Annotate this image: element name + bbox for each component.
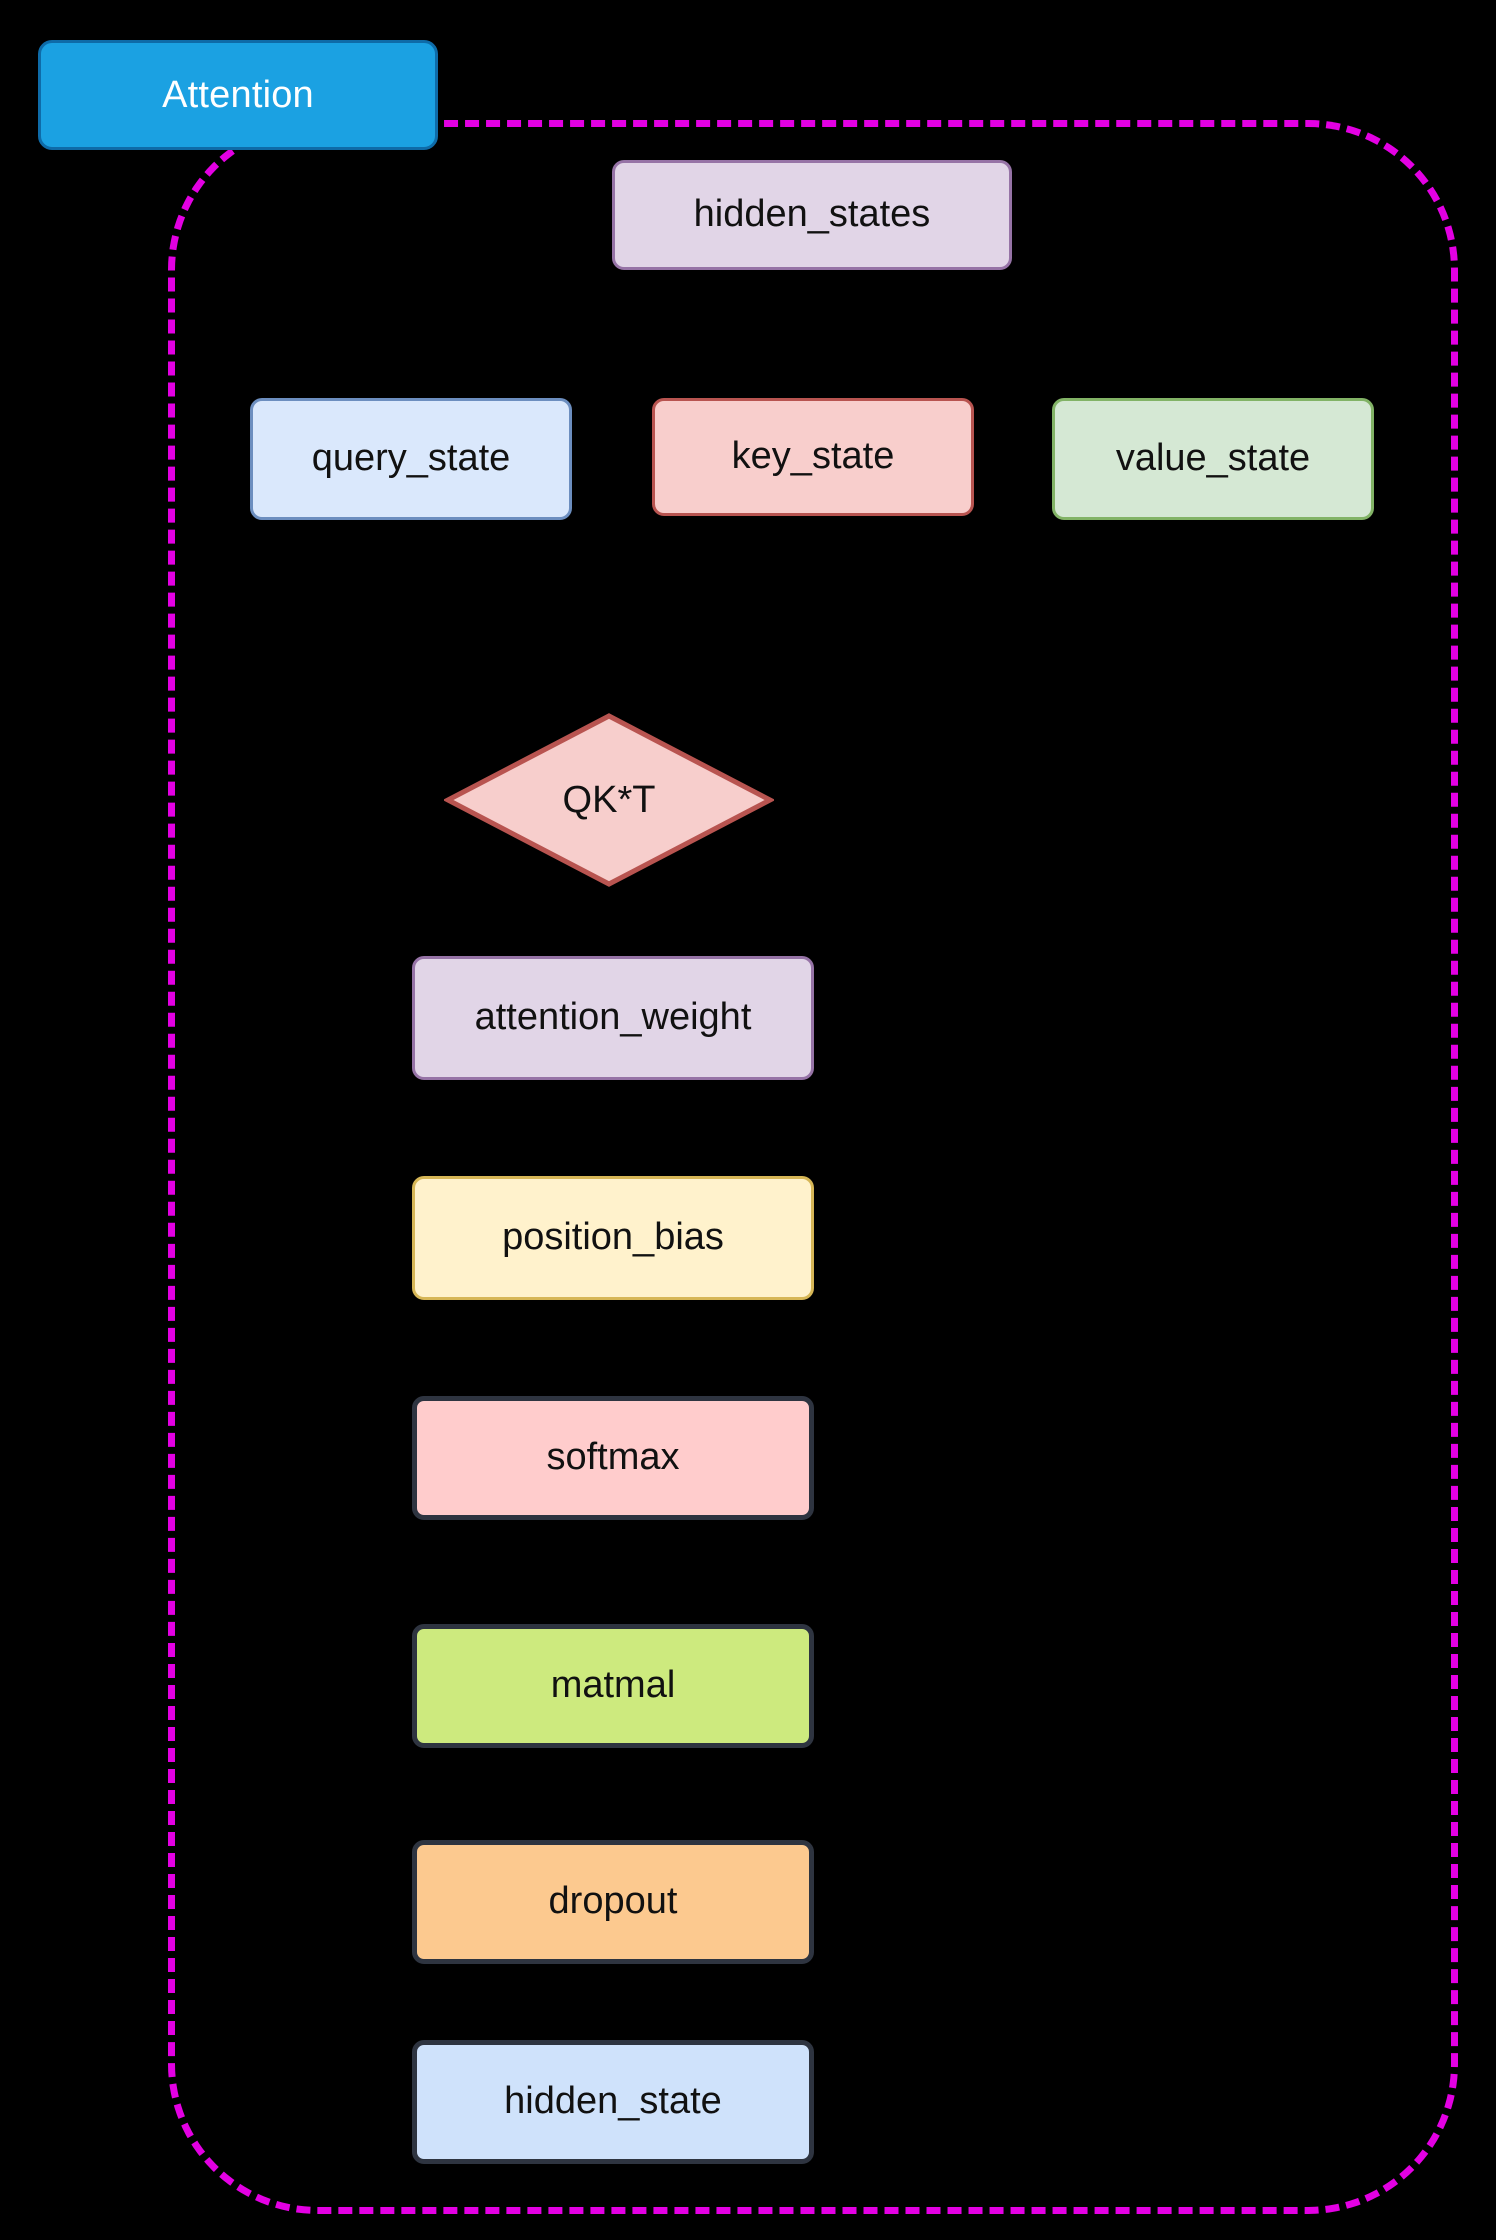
- node-hidden-states-label: hidden_states: [693, 193, 931, 236]
- node-key-state[interactable]: key_state: [652, 398, 974, 516]
- subgraph-title-label: Attention: [162, 73, 314, 116]
- node-matmal-label: matmal: [550, 1664, 676, 1707]
- node-softmax-label: softmax: [546, 1436, 680, 1479]
- node-position-bias[interactable]: position_bias: [412, 1176, 814, 1300]
- node-dropout-label: dropout: [548, 1880, 678, 1923]
- node-position-bias-label: position_bias: [502, 1216, 724, 1259]
- node-key-state-label: key_state: [731, 435, 895, 478]
- node-qkt[interactable]: QK*T: [444, 712, 774, 888]
- node-hidden-state[interactable]: hidden_state: [412, 2040, 814, 2164]
- node-query-state[interactable]: query_state: [250, 398, 572, 520]
- node-value-state-label: value_state: [1115, 437, 1311, 480]
- diamond-shape-icon: [444, 713, 774, 887]
- node-dropout[interactable]: dropout: [412, 1840, 814, 1964]
- node-matmal[interactable]: matmal: [412, 1624, 814, 1748]
- node-value-state[interactable]: value_state: [1052, 398, 1374, 520]
- node-attention-weight[interactable]: attention_weight: [412, 956, 814, 1080]
- node-attention-weight-label: attention_weight: [474, 996, 752, 1039]
- subgraph-attention-frame: [168, 120, 1458, 2214]
- node-hidden-states[interactable]: hidden_states: [612, 160, 1012, 270]
- node-softmax[interactable]: softmax: [412, 1396, 814, 1520]
- subgraph-title-attention[interactable]: Attention: [38, 40, 438, 150]
- node-query-state-label: query_state: [311, 437, 511, 480]
- node-hidden-state-label: hidden_state: [504, 2080, 722, 2123]
